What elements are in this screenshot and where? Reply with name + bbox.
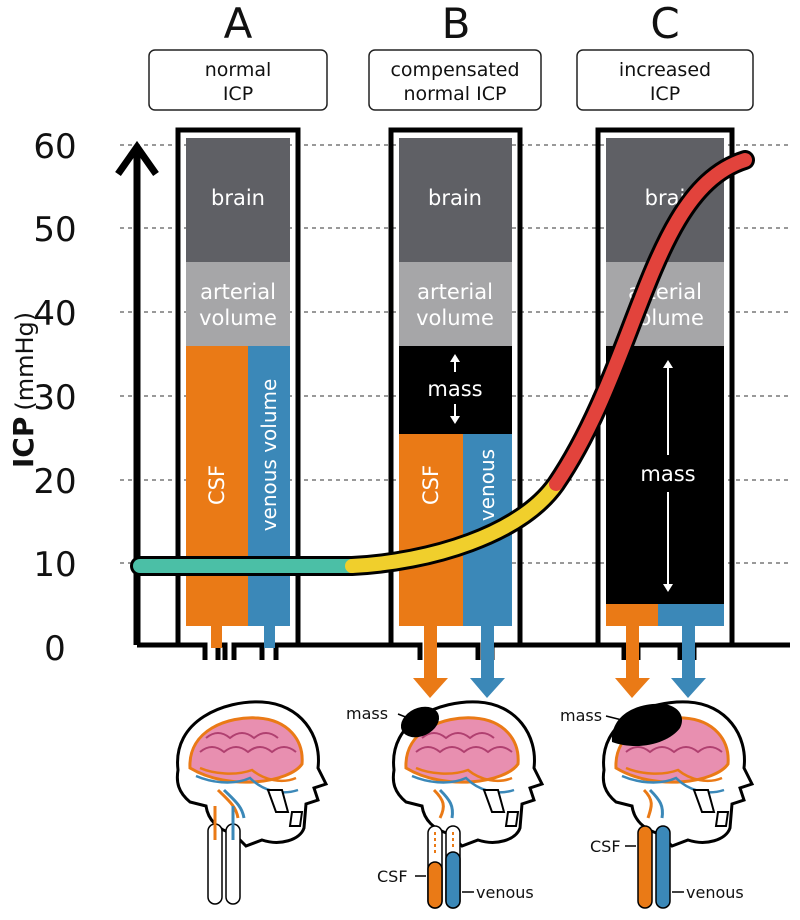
b-venous-outflow-arrow — [470, 626, 505, 698]
b-head-mass-label: mass — [346, 704, 388, 723]
a-csf-label: CSF — [205, 465, 229, 505]
icp-curve — [130, 150, 755, 576]
head-illustration-b: mass CSF venous — [346, 700, 545, 909]
b-head-venous-label: venous — [476, 883, 534, 902]
y-axis-title: ICP(mmHg) — [7, 312, 40, 468]
curve-compensated-segment — [345, 477, 563, 573]
y-tick-10: 10 — [33, 545, 76, 585]
b-csf-label: CSF — [419, 465, 443, 505]
c-mass-label: mass — [640, 462, 695, 486]
y-tick-20: 20 — [33, 462, 76, 502]
y-tick-labels: 60 50 40 30 20 10 0 — [33, 127, 76, 669]
panel-box-b — [368, 49, 542, 111]
column-c: brai a terial volume mass — [595, 127, 735, 698]
panel-box-c-line1: increased — [619, 59, 711, 81]
head-illustration-a — [175, 700, 329, 905]
c-mass-arrows — [663, 360, 673, 592]
b-head-csf-label: CSF — [377, 867, 408, 886]
b-brain-label: brain — [428, 186, 482, 210]
panel-box-b-line1: compensated — [390, 59, 519, 81]
panel-box-a-line2: ICP — [223, 83, 253, 105]
column-b: brain arterial volume mass CSF venous — [388, 127, 523, 698]
column-a: brain arterial volume CSF venous volume — [175, 127, 301, 648]
c-venous-outflow-arrow — [671, 626, 706, 698]
a-venous-label: venous volume — [257, 379, 281, 532]
y-tick-0: 0 — [44, 629, 66, 669]
b-venous-label: venous — [475, 449, 499, 521]
a-arterial-label-2: volume — [199, 306, 277, 330]
b-csf-outflow-arrow — [413, 626, 448, 698]
c-head-venous-label: venous — [686, 883, 744, 902]
y-tick-30: 30 — [33, 378, 76, 418]
panel-box-a-line1: normal — [205, 59, 272, 81]
head-illustration-c: mass CSF venous — [560, 700, 755, 909]
c-mass-blob — [611, 703, 683, 747]
c-head-mass-label: mass — [560, 706, 602, 725]
curve-increased-segment — [549, 153, 752, 491]
b-mass-arrows — [450, 354, 460, 424]
b-arterial-label-1: arterial — [417, 280, 493, 304]
y-tick-40: 40 — [33, 294, 76, 334]
c-csf-outflow-arrow — [615, 626, 650, 698]
a-brain-label: brain — [211, 186, 265, 210]
panel-box-b-line2: normal ICP — [404, 83, 507, 105]
panel-box-c-line2: ICP — [650, 83, 680, 105]
panel-box-c — [576, 49, 754, 111]
b-arterial-label-2: volume — [416, 306, 494, 330]
panel-letter-a: A — [224, 0, 253, 48]
y-tick-60: 60 — [33, 127, 76, 167]
panel-letter-c: C — [650, 0, 679, 48]
a-arterial-label-1: arterial — [200, 280, 276, 304]
panel-box-a — [148, 49, 328, 111]
y-tick-50: 50 — [33, 210, 76, 250]
b-mass-label: mass — [427, 377, 482, 401]
c-head-csf-label: CSF — [590, 837, 621, 856]
b-mass-blob — [400, 706, 440, 738]
panel-headers: A normal ICP B compensated normal ICP C … — [148, 0, 754, 111]
panel-letter-b: B — [442, 0, 471, 48]
